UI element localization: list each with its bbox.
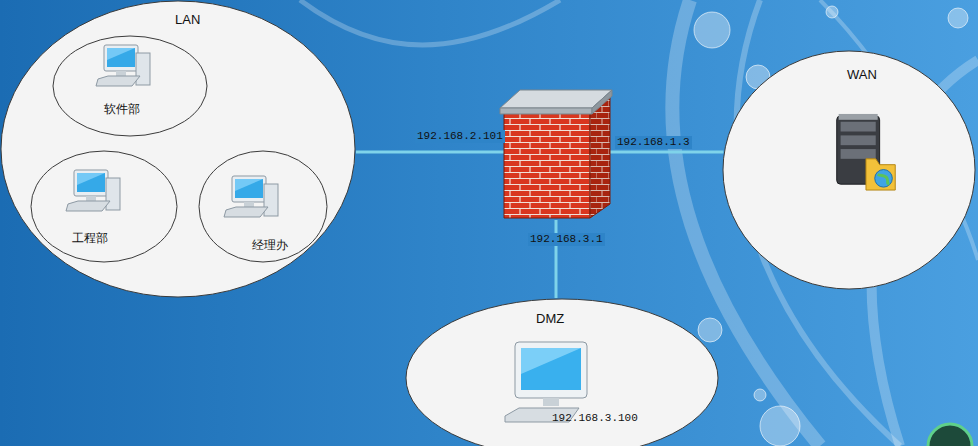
network-link [556,220,557,298]
computer-icon [505,342,589,424]
zone-label: WAN [847,68,877,82]
zone-ellipse [0,0,356,298]
ip-address: 192.168.3.100 [552,411,638,425]
firewall-icon [500,82,614,222]
network-zone: 软件部 [52,35,208,137]
zone-label: 软件部 [104,102,140,116]
zone-label: 工程部 [72,231,108,245]
zone-label: 经理办 [252,238,288,252]
computer-icon [226,176,282,220]
zone-label: LAN [175,13,200,27]
ip-address: 192.168.2.101 [415,130,505,143]
firewall [500,82,614,222]
zone-label: DMZ [536,312,564,326]
network-link [356,152,504,153]
ip-address: 192.168.1.3 [615,136,692,149]
computer-icon [98,45,154,89]
computer-icon [826,112,904,192]
network-zone: DMZ 192.168.3.100 [405,298,719,446]
computer-icon [68,170,124,214]
ip-address: 192.168.3.1 [528,233,605,246]
network-zone: 工程部 [30,150,178,263]
network-link [610,152,723,153]
network-zone: WAN [722,50,976,290]
network-zone: LAN 软件部工程部经理办 [0,0,356,298]
network-zone: 经理办 [198,150,328,263]
